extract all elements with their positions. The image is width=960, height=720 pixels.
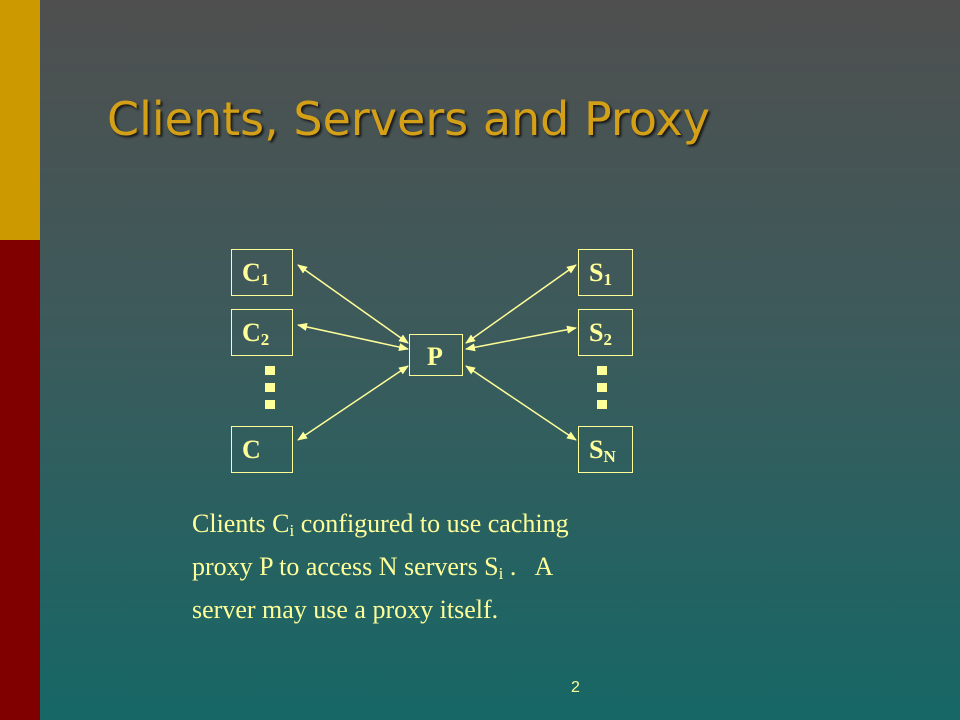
accent-bar-bottom [0, 240, 40, 720]
client-ellipsis [265, 366, 275, 417]
caption-line3: server may use a proxy itself. [192, 595, 499, 624]
client-n-label: C [242, 435, 261, 464]
accent-bar-top [0, 0, 40, 240]
proxy-node: P [409, 334, 463, 376]
server-node-1: S1 [578, 249, 633, 296]
server-2-subscript: 2 [603, 330, 612, 349]
edge-cn-proxy [297, 365, 409, 441]
page-number: 2 [571, 679, 580, 696]
client-node-2: C2 [231, 309, 293, 356]
client-node-n: C [231, 426, 293, 473]
server-1-label: S [589, 258, 604, 287]
caption-line1-pre: Clients C [192, 509, 290, 538]
edge-proxy-s2 [465, 325, 577, 352]
caption-line2-pre: proxy P to access N servers S [192, 552, 499, 581]
caption-line2-post: . A [503, 552, 554, 581]
server-1-subscript: 1 [603, 270, 612, 289]
edge-proxy-sn [465, 365, 577, 441]
server-2-label: S [589, 318, 604, 347]
caption-line1-sub: i [289, 521, 295, 540]
client-2-subscript: 2 [260, 330, 270, 349]
client-2-label: C [242, 318, 261, 347]
edge-c2-proxy [297, 323, 409, 351]
caption-line2-sub: i [498, 564, 504, 583]
proxy-label: P [427, 342, 443, 371]
caption-line1-post: configured to use caching [294, 509, 569, 538]
server-n-subscript: N [603, 447, 616, 466]
server-ellipsis [597, 366, 607, 417]
client-1-subscript: 1 [260, 270, 270, 289]
server-node-n: SN [578, 426, 633, 473]
caption-text: Clients Ci configured to use caching pro… [192, 506, 569, 628]
client-node-1: C1 [231, 249, 293, 296]
edge-c1-proxy [297, 264, 409, 344]
server-node-2: S2 [578, 309, 633, 356]
server-n-label: S [589, 435, 604, 464]
slide-title: Clients, Servers and Proxy [107, 92, 710, 146]
client-1-label: C [242, 258, 261, 287]
